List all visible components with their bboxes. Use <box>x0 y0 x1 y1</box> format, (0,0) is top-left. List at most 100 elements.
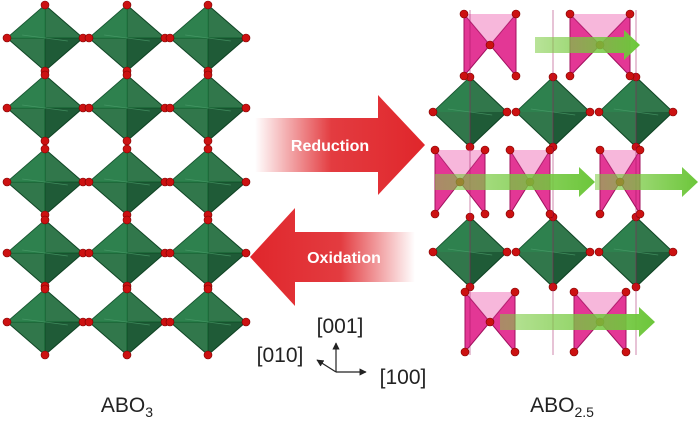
octahedron-icon <box>84 215 170 291</box>
oxygen-atom-icon <box>595 145 605 155</box>
oxygen-atom-icon <box>84 103 94 113</box>
channel-arrow-icon <box>435 167 595 197</box>
oxygen-atom-icon <box>203 70 213 80</box>
oxygen-atom-icon <box>668 247 678 257</box>
oxygen-atom-icon <box>203 350 213 360</box>
oxygen-atom-icon <box>241 103 251 113</box>
oxygen-atom-icon <box>241 317 251 327</box>
reduction-label: Reduction <box>291 138 369 155</box>
oxygen-atom-icon <box>241 33 251 43</box>
oxygen-atom-icon <box>565 9 575 19</box>
oxygen-atom-icon <box>165 103 175 113</box>
oxygen-atom-icon <box>430 209 440 219</box>
oxygen-atom-icon <box>502 247 512 257</box>
oxygen-atom-icon <box>122 0 132 10</box>
oxygen-atom-icon <box>2 317 12 327</box>
oxygen-atom-icon <box>165 248 175 258</box>
oxygen-atom-icon <box>40 144 50 154</box>
oxygen-atom-icon <box>2 177 12 187</box>
oxygen-atom-icon <box>40 284 50 294</box>
oxygen-atom-icon <box>460 287 470 297</box>
octahedron-icon <box>2 0 88 76</box>
oxygen-atom-icon <box>511 247 521 257</box>
oxygen-atom-icon <box>165 317 175 327</box>
oxygen-atom-icon <box>594 107 604 117</box>
abo25-label: ABO2.5 <box>530 394 594 420</box>
oxygen-atom-icon <box>40 215 50 225</box>
oxygen-atom-icon <box>40 0 50 10</box>
oxygen-atom-icon <box>428 107 438 117</box>
octahedron-icon <box>165 0 251 76</box>
octahedron-icon <box>2 284 88 360</box>
oxygen-atom-icon <box>511 107 521 117</box>
oxygen-atom-icon <box>2 248 12 258</box>
oxygen-atom-icon <box>621 347 631 357</box>
oxygen-atom-icon <box>165 33 175 43</box>
oxygen-atom-icon <box>84 317 94 327</box>
oxygen-atom-icon <box>594 247 604 257</box>
octahedron-icon <box>2 144 88 220</box>
oxygen-atom-icon <box>585 247 595 257</box>
octahedron-icon <box>84 144 170 220</box>
abo3-label: ABO3 <box>101 394 153 420</box>
oxygen-atom-icon <box>459 71 469 81</box>
oxidation-arrow: Oxidation <box>250 208 415 306</box>
oxygen-atom-icon <box>2 33 12 43</box>
oxygen-atom-icon <box>203 284 213 294</box>
oxygen-atom-icon <box>241 177 251 187</box>
axis-100-label: [100] <box>380 366 427 389</box>
oxygen-atom-icon <box>480 145 490 155</box>
oxygen-atom-icon <box>428 247 438 257</box>
oxygen-atom-icon <box>635 145 645 155</box>
oxygen-atom-icon <box>203 0 213 10</box>
octahedron-icon <box>84 70 170 146</box>
channel-arrow-icon <box>500 307 655 337</box>
oxygen-atom-icon <box>122 284 132 294</box>
oxygen-atom-icon <box>545 209 555 219</box>
oxygen-atom-icon <box>485 40 495 50</box>
oxygen-atom-icon <box>625 9 635 19</box>
oxygen-atom-icon <box>241 248 251 258</box>
oxygen-atom-icon <box>505 145 515 155</box>
oxygen-atom-icon <box>545 145 555 155</box>
axis-001-label: [001] <box>317 315 364 338</box>
tetrahedron-icon <box>459 9 521 81</box>
oxygen-atom-icon <box>510 287 520 297</box>
oxygen-atom-icon <box>485 317 495 327</box>
oxygen-atom-icon <box>165 177 175 187</box>
oxygen-atom-icon <box>122 350 132 360</box>
abo3-structure <box>2 0 251 360</box>
oxygen-atom-icon <box>460 347 470 357</box>
oxygen-atom-icon <box>459 9 469 19</box>
oxygen-atom-icon <box>84 33 94 43</box>
channel-arrow-icon <box>535 30 640 60</box>
oxygen-atom-icon <box>621 287 631 297</box>
abo25-structure <box>428 9 698 357</box>
octahedron-icon <box>84 284 170 360</box>
abo25-base: ABO <box>530 394 574 417</box>
oxygen-atom-icon <box>122 144 132 154</box>
abo3-base: ABO <box>101 394 145 417</box>
oxygen-atom-icon <box>595 209 605 219</box>
oxygen-atom-icon <box>510 347 520 357</box>
oxygen-atom-icon <box>203 215 213 225</box>
oxygen-atom-icon <box>565 71 575 81</box>
octahedron-icon <box>165 70 251 146</box>
oxygen-atom-icon <box>480 209 490 219</box>
oxygen-atom-icon <box>430 145 440 155</box>
octahedron-icon <box>165 215 251 291</box>
oxygen-atom-icon <box>40 350 50 360</box>
tetrahedron-icon <box>460 287 520 357</box>
reduction-arrow: Reduction <box>255 95 425 195</box>
oxygen-atom-icon <box>84 248 94 258</box>
oxygen-atom-icon <box>511 9 521 19</box>
octahedron-icon <box>84 0 170 76</box>
oxygen-atom-icon <box>84 177 94 187</box>
oxygen-atom-icon <box>203 136 213 146</box>
abo3-subscript: 3 <box>145 404 153 420</box>
oxygen-atom-icon <box>122 70 132 80</box>
oxygen-atom-icon <box>502 107 512 117</box>
oxygen-atom-icon <box>505 209 515 219</box>
oxygen-atom-icon <box>2 103 12 113</box>
